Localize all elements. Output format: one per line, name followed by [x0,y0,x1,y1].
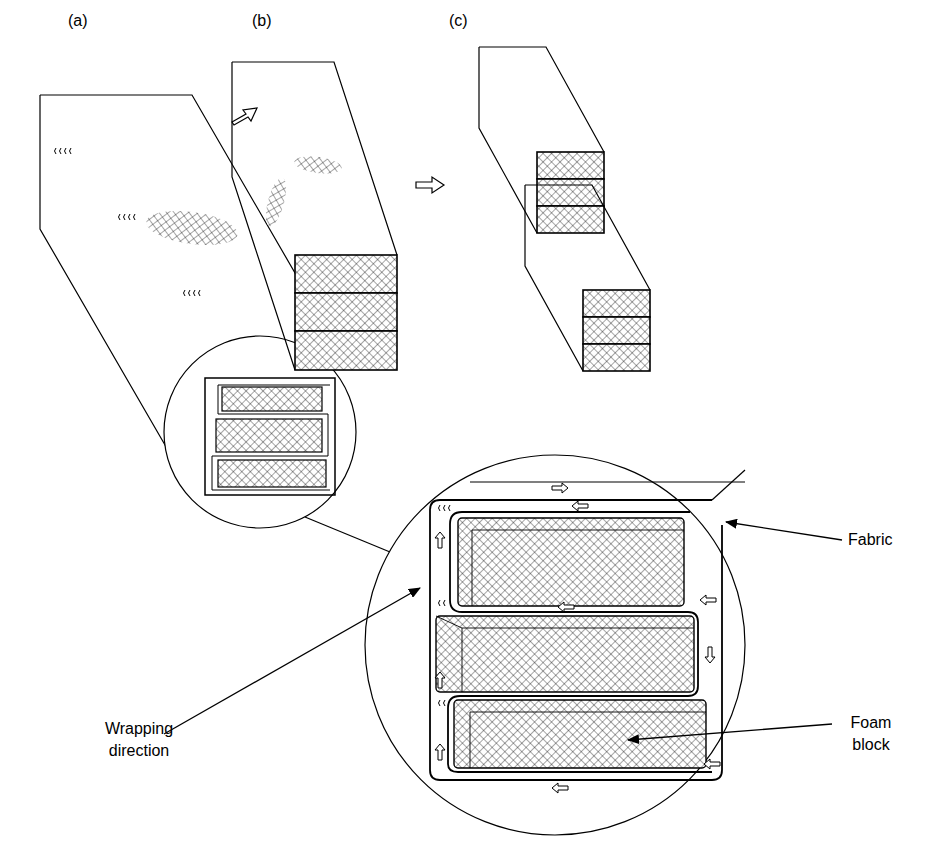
prism-b [232,62,397,370]
detail-view [305,455,745,835]
part-label: (c) [449,10,468,32]
part-label: Foam block [834,712,908,756]
part-label: (b) [252,10,272,32]
leader-lines [164,522,842,740]
step-arrow [232,108,257,125]
step-arrow [416,177,444,193]
part-label: Wrapping direction [93,718,185,762]
part-label: Fabric [848,529,892,551]
direction-arrows [435,483,720,793]
part-label: (a) [68,10,88,32]
prism-c [479,47,650,371]
